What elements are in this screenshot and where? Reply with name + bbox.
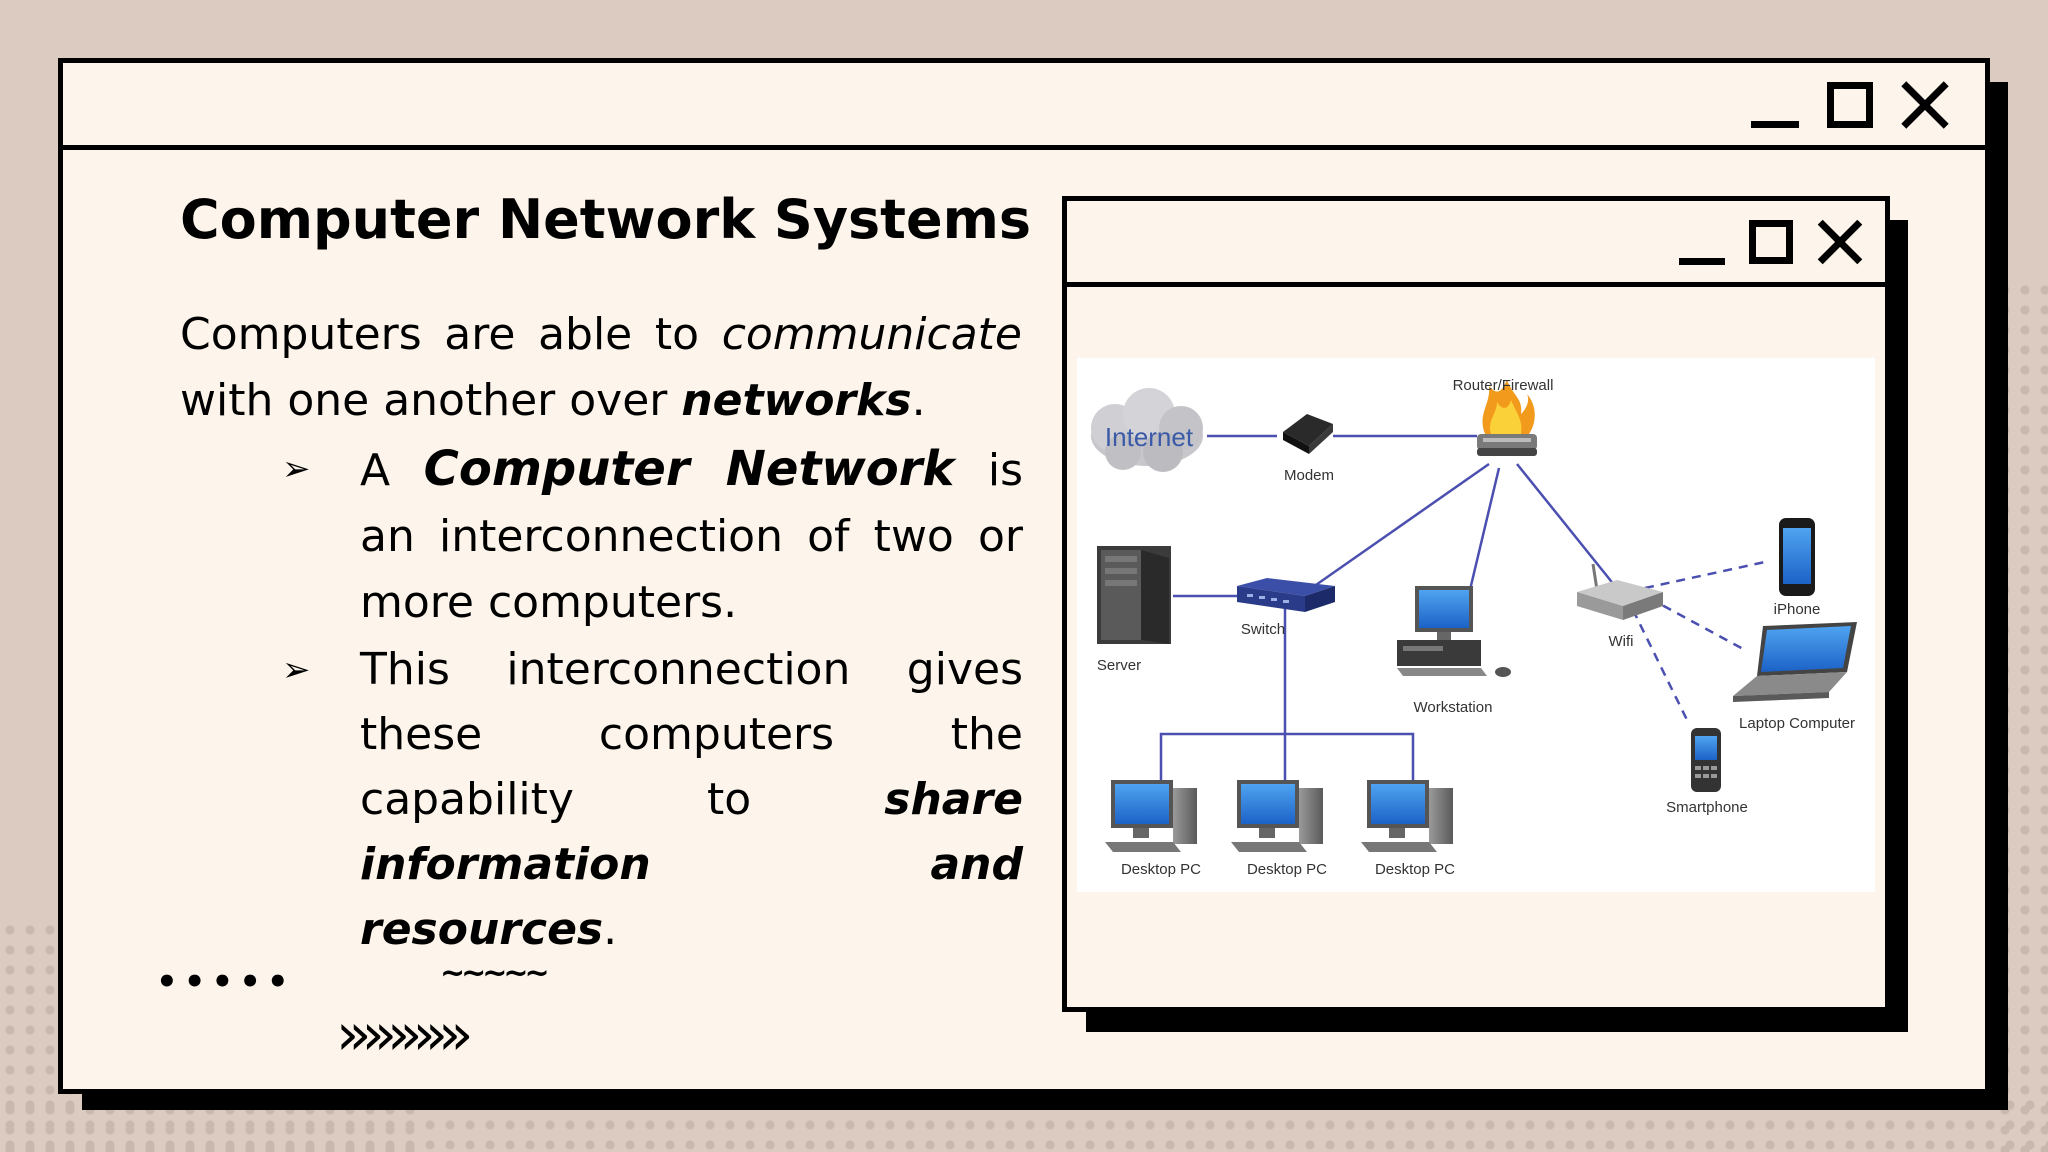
label-router: Router/Firewall <box>1453 377 1554 394</box>
main-window-controls <box>1751 81 1949 129</box>
inner-window-titlebar <box>1067 201 1885 287</box>
intro-emphasis-networks: networks <box>681 375 912 426</box>
link-desktop-bus <box>1159 732 1415 780</box>
smartphone-icon <box>1691 728 1721 792</box>
bullet-item-1: ➢ A Computer Network is an interconnecti… <box>282 436 1023 636</box>
link-router-workstation <box>1467 467 1501 595</box>
link-wifi-smartphone <box>1631 609 1691 725</box>
link-wifi-iphone <box>1644 560 1766 590</box>
network-diagram: Internet Modem Router/Firewall Server <box>1077 358 1875 892</box>
bullet-text-2: This interconnection gives these compute… <box>360 637 1023 962</box>
maximize-icon[interactable] <box>1827 82 1873 128</box>
label-smartphone: Smartphone <box>1666 799 1748 816</box>
decor-dots: ••••• <box>156 962 295 1002</box>
decor-chevrons: »»»»» <box>336 1000 473 1068</box>
main-window-titlebar <box>63 63 1985 150</box>
bullet-2-post: . <box>603 904 618 955</box>
label-desktop-1: Desktop PC <box>1121 861 1201 878</box>
link-wifi-laptop <box>1648 596 1746 652</box>
switch-icon <box>1237 578 1335 612</box>
close-icon[interactable] <box>1817 219 1863 265</box>
desktop-pc-icon <box>1231 780 1323 852</box>
desktop-pc-icon <box>1105 780 1197 852</box>
bullet-2-pre: This interconnection gives these compute… <box>360 644 1023 825</box>
label-workstation: Workstation <box>1414 699 1493 716</box>
page-title: Computer Network Systems <box>180 188 1032 251</box>
label-wifi: Wifi <box>1609 633 1634 650</box>
laptop-icon <box>1733 622 1857 702</box>
bullet-1-emphasis: Computer Network <box>423 441 955 497</box>
label-desktop-2: Desktop PC <box>1247 861 1327 878</box>
label-switch: Switch <box>1241 621 1285 638</box>
intro-paragraph: Computers are able to communicate with o… <box>180 302 1022 434</box>
label-laptop: Laptop Computer <box>1739 715 1855 732</box>
maximize-icon[interactable] <box>1749 220 1793 264</box>
bullet-arrow-icon: ➢ <box>282 650 311 690</box>
bullet-arrow-icon: ➢ <box>282 449 311 489</box>
internet-cloud-icon <box>1091 388 1203 472</box>
close-icon[interactable] <box>1901 81 1949 129</box>
intro-text-3: . <box>911 375 926 426</box>
intro-text-2: with one another over <box>180 375 682 426</box>
workstation-icon <box>1397 586 1511 677</box>
intro-emphasis-communicate: communicate <box>721 309 1022 360</box>
inner-window: Internet Modem Router/Firewall Server <box>1062 196 1890 1012</box>
minimize-icon[interactable] <box>1751 120 1799 128</box>
inner-window-controls <box>1679 219 1863 265</box>
bullet-text-1: A Computer Network is an interconnection… <box>360 436 1023 636</box>
bullet-1-post: is an interconnection of two or more com… <box>360 445 1023 628</box>
label-desktop-3: Desktop PC <box>1375 861 1455 878</box>
modem-icon <box>1283 414 1333 454</box>
router-firewall-icon <box>1477 380 1537 456</box>
iphone-icon <box>1779 518 1815 596</box>
server-icon <box>1097 546 1171 644</box>
bullet-2-emphasis: share information and resources <box>360 774 1023 955</box>
label-modem: Modem <box>1284 467 1334 484</box>
label-internet: Internet <box>1105 422 1194 452</box>
bullet-1-pre: A <box>360 445 424 496</box>
intro-text-1: Computers are able to <box>180 309 722 360</box>
label-server: Server <box>1097 657 1141 674</box>
decor-wave: ~~~~~ <box>440 956 550 991</box>
link-router-switch <box>1302 462 1490 596</box>
label-iphone: iPhone <box>1774 601 1821 618</box>
link-router-wifi <box>1516 463 1616 587</box>
bullet-item-2: ➢ This interconnection gives these compu… <box>282 637 1023 962</box>
desktop-pc-icon <box>1361 780 1453 852</box>
wifi-router-icon <box>1577 563 1663 620</box>
minimize-icon[interactable] <box>1679 257 1725 265</box>
